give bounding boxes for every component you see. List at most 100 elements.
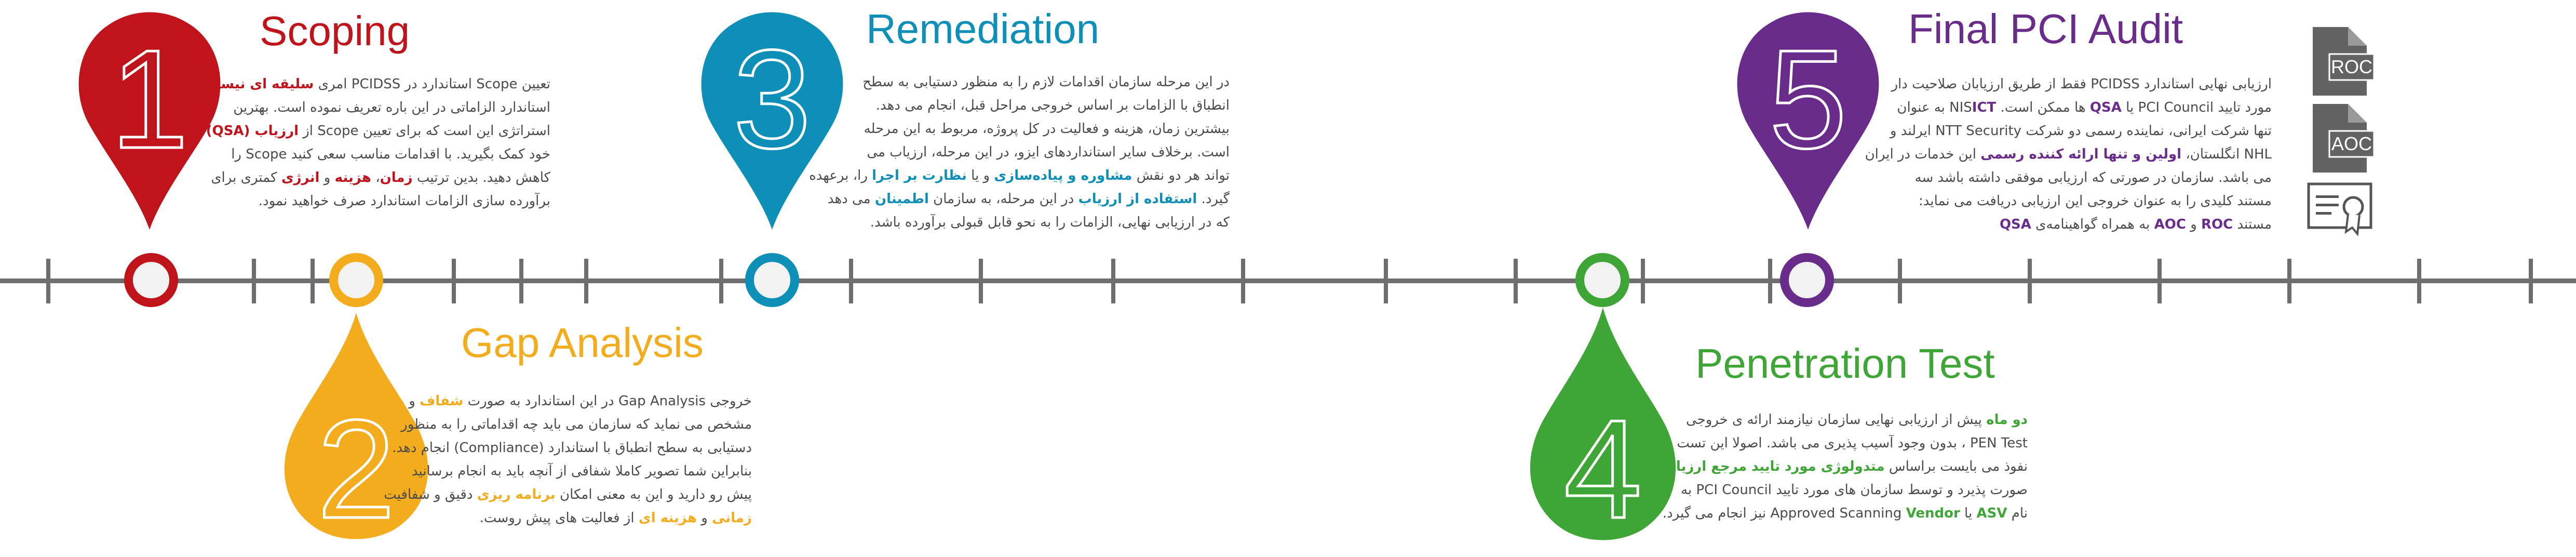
- timeline-tick: [1641, 259, 1645, 303]
- step-4-description: دو ماه پیش از ارزیابی نهایی سازمان نیازم…: [1657, 408, 2028, 525]
- timeline-tick: [849, 259, 853, 303]
- body-text: مستند: [2233, 217, 2272, 232]
- body-text: تواند هر دو نقش: [1132, 168, 1230, 183]
- description-line: مشخص می نماید که سازمان می باید چه اقدام…: [401, 413, 752, 436]
- timeline-tick: [1241, 259, 1245, 303]
- body-text: ها ممکن است.: [1996, 100, 2090, 115]
- timeline-tick: [1111, 259, 1115, 303]
- description-line: ارزیابی نهایی استاندارد PCIDSS فقط از طر…: [1891, 73, 2272, 96]
- body-text: مشخص می نماید که سازمان می باید چه اقدام…: [401, 417, 752, 432]
- description-line: است. برخلاف سایر استانداردهای ایزو، در ا…: [866, 141, 1230, 164]
- highlight-text: ارزیاب (QSA): [206, 123, 299, 139]
- highlight-text: زمانی: [712, 510, 752, 526]
- body-text: بنابراین شما تصویر کاملا شفافی از آنچه ب…: [411, 463, 752, 479]
- step-5-pin: 5: [1737, 12, 1879, 230]
- roc-label: ROC: [2331, 56, 2372, 77]
- highlight-text: هزینه: [334, 170, 371, 185]
- body-text: این خدمات در ایران: [1865, 147, 1981, 162]
- timeline-tick: [1384, 259, 1388, 303]
- description-line: دو ماه پیش از ارزیابی نهایی سازمان نیازم…: [1686, 408, 2028, 432]
- highlight-text: متدولوژی مورد تایید مرجع ارزیابی: [1657, 459, 1885, 474]
- body-text: و: [319, 170, 335, 185]
- body-text: استاندارد الزاماتی در این باره تعریف نمو…: [233, 100, 550, 115]
- body-text: ایرلند و: [1890, 123, 1936, 139]
- timeline-tick: [2417, 259, 2421, 303]
- body-text: و: [404, 393, 420, 409]
- timeline-tick: [2287, 259, 2291, 303]
- timeline-tick: [2028, 259, 2032, 303]
- timeline-tick: [1768, 259, 1772, 303]
- body-text: و: [2186, 217, 2202, 232]
- highlight-text: مشاوره و پیاده‌سازی: [994, 168, 1132, 183]
- description-line: انطباق با الزامات بر اساس خروجی مراحل قب…: [866, 94, 1230, 117]
- step-5-description: ارزیابی نهایی استاندارد PCIDSS فقط از طر…: [1865, 73, 2272, 236]
- highlight-text: انرژی: [281, 170, 320, 185]
- description-line: برآورده سازی الزامات استاندارد صرف خواهی…: [259, 190, 550, 213]
- highlight-text: هزینه ای: [638, 510, 697, 526]
- timeline-tick: [46, 259, 50, 303]
- body-text: است. برخلاف سایر استانداردهای ایزو، در ا…: [867, 144, 1230, 160]
- timeline-tick: [2529, 259, 2533, 303]
- body-text: به همراه گواهینامه‌ی: [2031, 217, 2154, 232]
- body-text: یا: [1960, 506, 1977, 521]
- timeline-tick: [1898, 259, 1902, 303]
- timeline-axis: [0, 278, 2576, 283]
- body-text: خروجی: [706, 393, 752, 409]
- description-line: PEN Test ، بدون وجود آسیب پذیری می باشد.…: [1677, 432, 2028, 455]
- body-text: که در ارزیابی نهایی، الزامات را به نحو ق…: [870, 215, 1230, 230]
- step-5-number: 5: [1769, 21, 1847, 178]
- body-text: مستند کلیدی را به عنوان خروجی این ارزیاب…: [1918, 193, 2272, 209]
- body-text: خود کمک بگیرید. با اقدامات مناسب سعی کنی…: [287, 147, 550, 162]
- description-line: NHL انگلستان، اولین و تنها ارائه کننده ر…: [1865, 143, 2272, 166]
- highlight-text: اولین و تنها ارائه کننده رسمی: [1980, 147, 2182, 162]
- body-text: پیش رو دارید و این به معنی امکان: [555, 487, 752, 502]
- highlight-text: شفاف: [420, 393, 464, 409]
- aoc-label: AOC: [2331, 133, 2372, 154]
- description-line: استراتژی این است که برای تعیین Scope از …: [206, 120, 550, 143]
- body-text: در این مرحله سازمان اقدامات لازم را به م…: [862, 74, 1230, 90]
- step-3-title: Remediation: [866, 6, 1100, 52]
- timeline-tick: [252, 259, 256, 303]
- body-text: یا: [2121, 100, 2138, 115]
- body-text: صورت پذیرد و توسط سازمان های مورد تایید: [1772, 482, 2028, 498]
- timeline-tick: [1514, 259, 1518, 303]
- body-text: به عنوان: [1897, 100, 1950, 115]
- step-1-node: [124, 253, 178, 307]
- timeline-tick: [311, 259, 315, 303]
- body-text: انگلستان،: [2181, 147, 2244, 162]
- body-text: و یا: [966, 168, 994, 183]
- body-text: بیشترین زمان، هزینه و فعالیت در کل پروژه…: [864, 121, 1230, 137]
- body-text: NTT Security: [1935, 123, 2022, 139]
- step-2-pin: 2: [284, 313, 428, 539]
- step-2-node: [329, 253, 383, 307]
- highlight-text: Vendor: [1906, 506, 1960, 521]
- description-line: تعیین Scope استاندارد در PCIDSS امری سلی…: [201, 73, 550, 96]
- body-text: را: [231, 147, 246, 162]
- step-3-description: در این مرحله سازمان اقدامات لازم را به م…: [809, 71, 1230, 234]
- highlight-text: ROC: [2201, 217, 2233, 232]
- body-text: فقط از طریق ارزیابان صلاحیت دار: [1891, 76, 2091, 92]
- highlight-text: استفاده از ارزیاب: [1078, 191, 1197, 207]
- body-text: امری: [314, 76, 352, 92]
- body-text: می باشد. سازمان در صورتی که ارزیابی موفق…: [1914, 170, 2272, 185]
- description-line: نام ASV یا Approved Scanning Vendor نیز …: [1663, 502, 2028, 525]
- body-text: Approved Scanning: [1770, 506, 1906, 521]
- body-text: PEN Test: [1970, 435, 2028, 451]
- body-text: تنها شرکت ایرانی، نماینده رسمی دو شرکت: [2021, 123, 2272, 139]
- body-text: را، برعهده: [809, 168, 872, 183]
- body-text: Compliance: [459, 440, 539, 456]
- description-line: خروجی Gap Analysis در این استاندارد به ص…: [368, 390, 752, 413]
- highlight-text: AOC: [2154, 217, 2186, 232]
- body-text: می دهد: [827, 191, 875, 207]
- step-2-title: Gap Analysis: [461, 320, 704, 366]
- highlight-text: دو ماه: [1986, 412, 2028, 428]
- description-line: بیشترین زمان، هزینه و فعالیت در کل پروژه…: [864, 117, 1230, 141]
- highlight-text: ASV: [1976, 506, 2007, 521]
- description-line: پیش رو دارید و این به معنی امکان برنامه …: [384, 483, 752, 507]
- step-4-number: 4: [1564, 391, 1642, 540]
- body-text: استاندارد در: [400, 76, 477, 92]
- body-text: ارزیابی نهایی استاندارد: [2139, 76, 2272, 92]
- body-text: در این استاندارد به صورت: [463, 393, 619, 409]
- description-line: در این مرحله سازمان اقدامات لازم را به م…: [862, 71, 1230, 94]
- description-line: استاندارد الزاماتی در این باره تعریف نمو…: [233, 96, 550, 120]
